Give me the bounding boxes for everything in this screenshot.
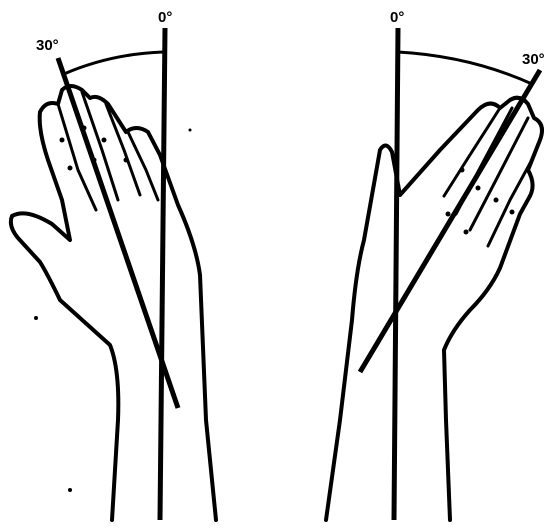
left-knuckle xyxy=(68,166,73,171)
right-knuckle xyxy=(460,168,465,173)
left-knuckle xyxy=(102,138,107,143)
left-knuckle xyxy=(82,126,87,131)
left-neutral-axis xyxy=(160,28,165,520)
scan-speck xyxy=(34,316,38,320)
right-knuckle xyxy=(494,198,499,203)
right-neutral-label: 0° xyxy=(390,9,404,26)
right-deviation-label: 30° xyxy=(522,51,545,68)
left-deviation-axis xyxy=(58,58,178,408)
left-knuckle xyxy=(60,138,65,143)
right-hand-outline xyxy=(326,98,542,520)
left-angle-arc xyxy=(64,52,163,74)
scan-speck xyxy=(68,488,72,492)
right-hand-group: 0° 30° xyxy=(326,9,545,520)
right-neutral-axis xyxy=(394,28,398,520)
left-knuckle xyxy=(92,158,97,163)
right-knuckle xyxy=(510,210,515,215)
left-deviation-label: 30° xyxy=(36,37,59,54)
right-knuckle xyxy=(446,212,451,217)
left-hand-outline xyxy=(11,86,216,520)
right-knuckle xyxy=(464,230,469,235)
scan-speck xyxy=(189,129,192,132)
left-knuckle xyxy=(124,158,129,163)
left-hand-group: 0° 30° xyxy=(11,9,216,520)
right-knuckle xyxy=(476,186,481,191)
left-neutral-label: 0° xyxy=(158,9,172,26)
right-deviation-axis xyxy=(360,70,540,372)
right-angle-arc xyxy=(398,52,532,84)
